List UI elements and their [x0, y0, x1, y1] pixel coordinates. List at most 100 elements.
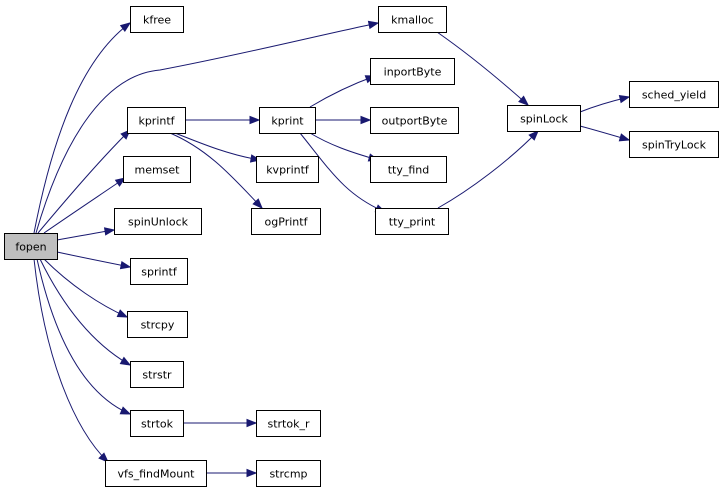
edge-kprintf-to-kvprintf: [174, 132, 261, 161]
edge-fopen-to-strcpy: [43, 258, 128, 318]
node-box-kprintf[interactable]: [127, 107, 186, 134]
node-box-spinUnlock[interactable]: [114, 208, 202, 235]
node-label-spinLock: spinLock: [520, 113, 568, 126]
arrowhead-kprintf-to-kprint: [249, 115, 261, 125]
node-strcpy[interactable]: strcpy: [127, 311, 188, 338]
node-box-vfs_findMount[interactable]: [105, 460, 207, 487]
edge-fopen-to-strtok: [36, 258, 131, 415]
node-memset[interactable]: memset: [123, 156, 191, 183]
node-label-strtok: strtok: [141, 418, 174, 431]
node-box-strstr[interactable]: [130, 361, 184, 388]
arrowhead-vfs_findMount-to-strcmp: [246, 468, 258, 478]
node-spinLock[interactable]: spinLock: [507, 105, 581, 132]
arrowhead-fopen-to-kfree: [119, 22, 132, 33]
node-tty_print[interactable]: tty_print: [375, 208, 449, 235]
arrowhead-kprintf-to-ogPrintf: [252, 198, 263, 209]
edge-fopen-to-kmalloc: [35, 22, 379, 234]
arrowhead-kprint-to-outportByte: [360, 115, 372, 125]
edge-kprint-to-inportByte: [309, 75, 376, 108]
node-box-spinLock[interactable]: [507, 105, 581, 132]
node-label-inportByte: inportByte: [384, 66, 442, 79]
edge-tty_print-to-spinLock: [437, 130, 539, 209]
arrowhead-fopen-to-memset: [114, 177, 127, 187]
node-ogPrintf[interactable]: ogPrintf: [251, 208, 321, 235]
arrowhead-spinLock-to-sched_yield: [618, 95, 631, 104]
node-box-tty_print[interactable]: [375, 208, 449, 235]
edge-kmalloc-to-spinLock: [436, 31, 529, 106]
node-label-tty_find: tty_find: [388, 164, 430, 177]
edge-kprint-to-tty_print: [299, 132, 386, 213]
arrowhead-fopen-to-strtok: [119, 406, 132, 415]
node-label-sched_yield: sched_yield: [642, 89, 706, 102]
node-spinUnlock[interactable]: spinUnlock: [114, 208, 202, 235]
node-box-sched_yield[interactable]: [629, 81, 719, 108]
node-box-ogPrintf[interactable]: [251, 208, 321, 235]
node-label-strcpy: strcpy: [141, 319, 175, 332]
node-sched_yield[interactable]: sched_yield: [629, 81, 719, 108]
node-sprintf[interactable]: sprintf: [130, 258, 188, 285]
node-fopen[interactable]: fopen: [4, 233, 58, 260]
node-outportByte[interactable]: outportByte: [370, 107, 459, 134]
edge-fopen-to-kfree: [33, 22, 131, 234]
edge-fopen-to-kprintf: [37, 129, 131, 234]
arrowhead-spinLock-to-spinTryLock: [618, 133, 631, 142]
node-label-tty_print: tty_print: [389, 216, 436, 229]
edge-kprintf-to-ogPrintf: [169, 132, 263, 209]
node-tty_find[interactable]: tty_find: [370, 156, 447, 183]
node-label-memset: memset: [134, 164, 180, 177]
node-box-kmalloc[interactable]: [378, 6, 447, 33]
node-vfs_findMount[interactable]: vfs_findMount: [105, 460, 207, 487]
node-box-strcmp[interactable]: [256, 460, 321, 487]
node-box-kvprintf[interactable]: [256, 156, 319, 183]
node-strtok_r[interactable]: strtok_r: [256, 410, 321, 437]
node-spinTryLock[interactable]: spinTryLock: [629, 131, 719, 158]
node-label-kfree: kfree: [143, 14, 171, 27]
node-label-spinUnlock: spinUnlock: [128, 216, 189, 229]
node-label-kprintf: kprintf: [138, 115, 175, 128]
edges-layer: [33, 20, 631, 478]
node-box-outportByte[interactable]: [370, 107, 459, 134]
arrowhead-tty_print-to-spinLock: [528, 130, 539, 141]
node-label-sprintf: sprintf: [141, 266, 178, 279]
arrowhead-fopen-to-strcpy: [116, 309, 129, 318]
node-kprintf[interactable]: kprintf: [127, 107, 186, 134]
node-label-outportByte: outportByte: [382, 115, 448, 128]
edge-fopen-to-sprintf: [56, 251, 131, 268]
node-box-memset[interactable]: [123, 156, 191, 183]
node-label-vfs_findMount: vfs_findMount: [118, 468, 196, 481]
arrowhead-strtok-to-strtok_r: [246, 418, 258, 428]
node-box-strcpy[interactable]: [127, 311, 188, 338]
node-label-strcmp: strcmp: [269, 468, 307, 481]
node-box-strtok[interactable]: [130, 410, 184, 437]
node-label-ogPrintf: ogPrintf: [265, 216, 309, 229]
edge-fopen-to-memset: [43, 177, 126, 234]
node-box-tty_find[interactable]: [370, 156, 447, 183]
node-strcmp[interactable]: strcmp: [256, 460, 321, 487]
arrowhead-fopen-to-sprintf: [119, 260, 132, 270]
edge-fopen-to-strstr: [39, 258, 131, 366]
node-box-inportByte[interactable]: [370, 58, 455, 85]
node-box-sprintf[interactable]: [130, 258, 188, 285]
node-kprint[interactable]: kprint: [259, 107, 316, 134]
node-kvprintf[interactable]: kvprintf: [256, 156, 319, 183]
node-label-strstr: strstr: [142, 369, 172, 382]
node-box-kfree[interactable]: [130, 6, 184, 33]
node-box-spinTryLock[interactable]: [629, 131, 719, 158]
node-box-kprint[interactable]: [259, 107, 316, 134]
edge-kprint-to-tty_find: [309, 132, 379, 161]
arrowhead-fopen-to-strstr: [119, 356, 132, 366]
node-strtok[interactable]: strtok: [130, 410, 184, 437]
node-kfree[interactable]: kfree: [130, 6, 184, 33]
nodes-layer: fopen kfree kmalloc kprintf kprint inportByte…: [4, 6, 719, 487]
node-label-kmalloc: kmalloc: [391, 14, 434, 27]
node-strstr[interactable]: strstr: [130, 361, 184, 388]
node-box-strtok_r[interactable]: [256, 410, 321, 437]
node-label-spinTryLock: spinTryLock: [642, 139, 707, 152]
node-label-fopen: fopen: [15, 241, 46, 254]
arrowhead-fopen-to-vfs_findMount: [98, 452, 109, 463]
node-label-kvprintf: kvprintf: [266, 164, 310, 177]
node-kmalloc[interactable]: kmalloc: [378, 6, 447, 33]
node-inportByte[interactable]: inportByte: [370, 58, 455, 85]
node-box-fopen[interactable]: [4, 233, 58, 260]
